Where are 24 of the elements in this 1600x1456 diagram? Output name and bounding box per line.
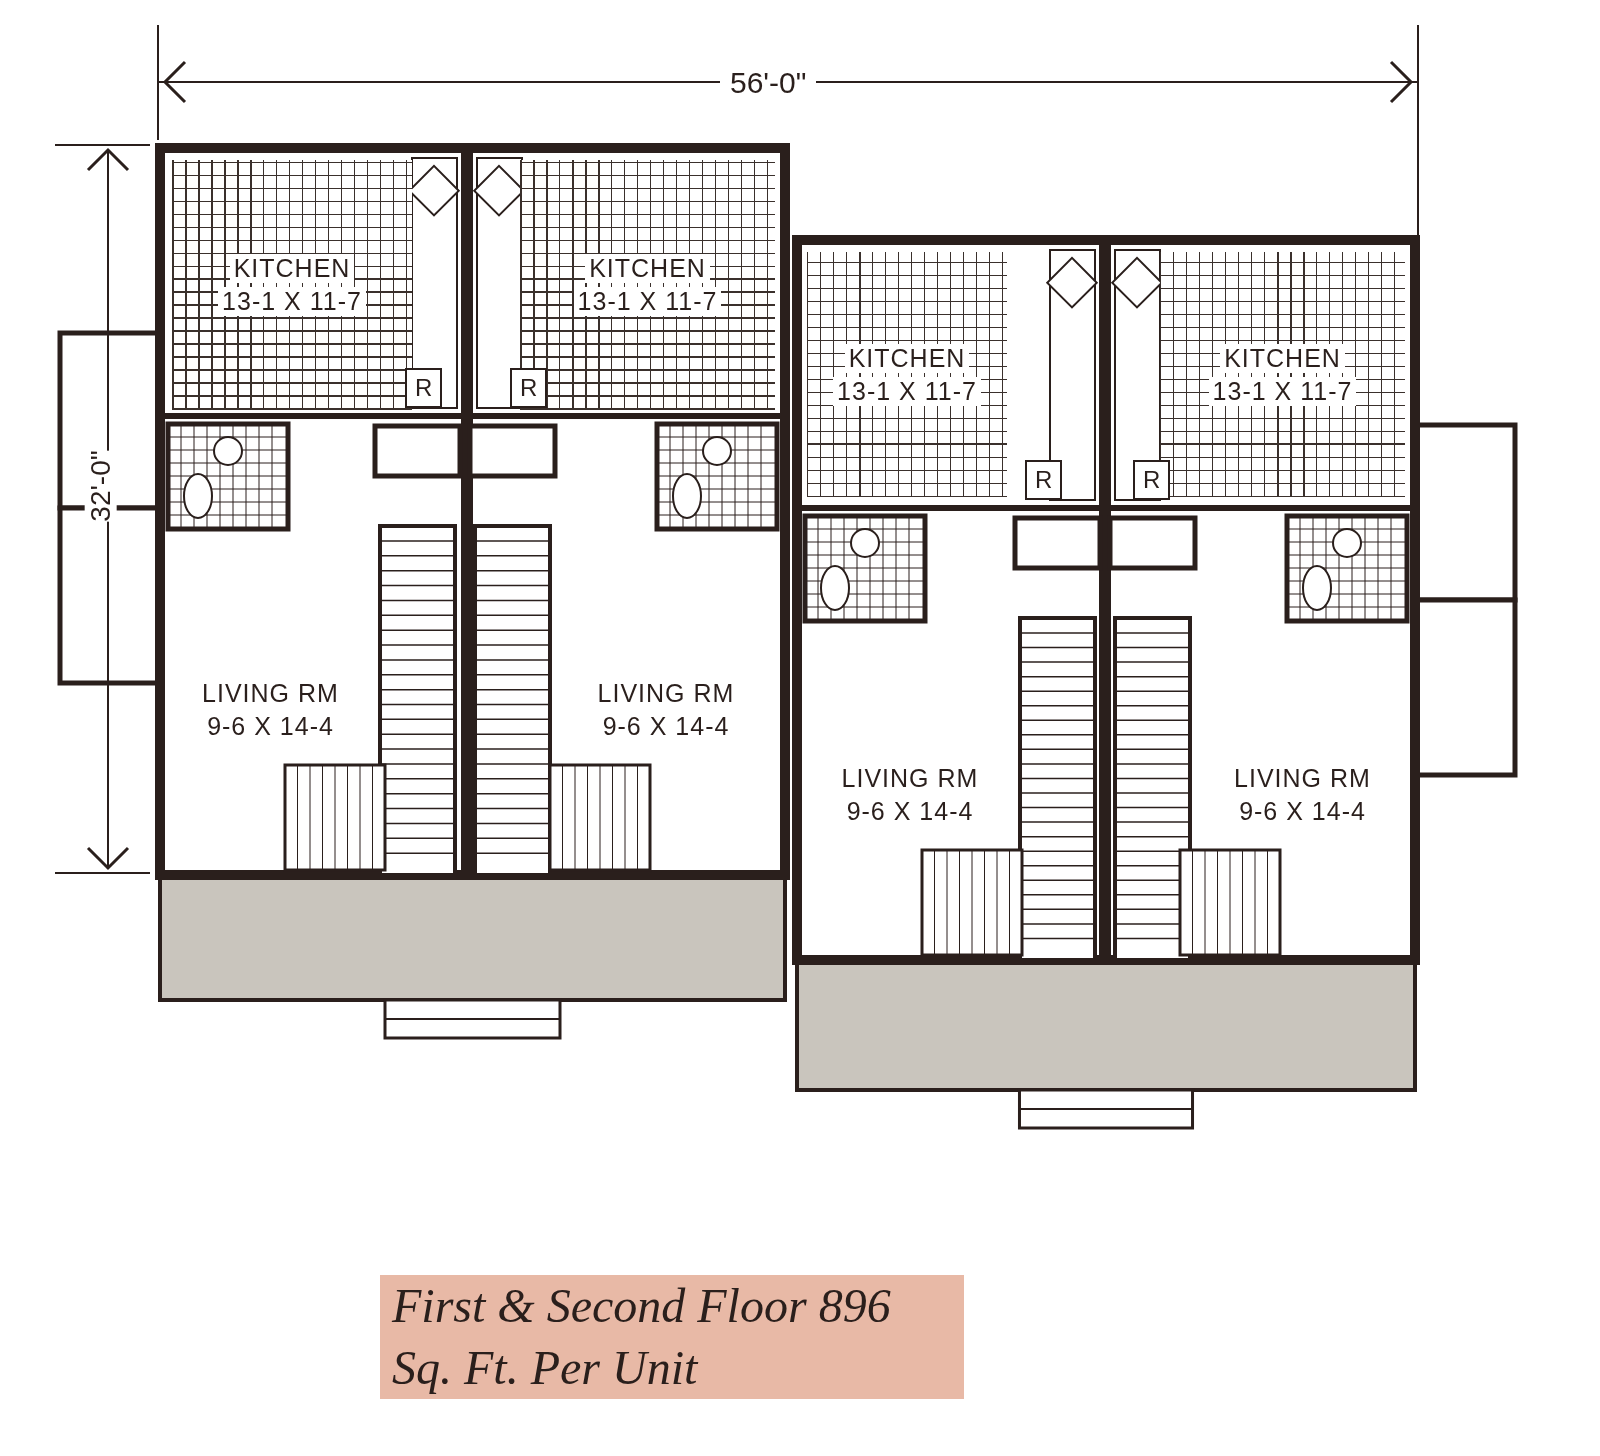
room-dimensions: 13-1 X 11-7 [833, 376, 981, 406]
caption: First & Second Floor 896 Sq. Ft. Per Unit [380, 1275, 964, 1399]
room-dimensions: 9-6 X 14-4 [1238, 797, 1367, 826]
room-dimensions: 13-1 X 11-7 [1208, 376, 1357, 406]
dimension-text: 32'-0" [84, 450, 117, 522]
room-dimensions: 9-6 X 14-4 [845, 797, 975, 826]
appliance-label: R [1025, 460, 1063, 500]
room-name: LIVING RM [1233, 764, 1372, 793]
room-dimensions: 9-6 X 14-4 [206, 712, 335, 741]
appliance-label: R [1133, 460, 1171, 500]
room-name: LIVING RM [840, 764, 980, 793]
room-name: KITCHEN [229, 254, 355, 283]
room-dimensions: 13-1 X 11-7 [218, 287, 366, 316]
appliance-label: R [405, 368, 443, 408]
room-name: LIVING RM [596, 679, 736, 708]
room-name: LIVING RM [201, 679, 340, 708]
kitchen-room [520, 160, 775, 410]
kitchen-room [172, 160, 412, 410]
room-name: KITCHEN [585, 254, 710, 283]
room-name: KITCHEN [1220, 343, 1345, 373]
appliance-label: R [510, 368, 548, 408]
room-dimensions: 9-6 X 14-4 [601, 712, 731, 741]
room-name: KITCHEN [844, 343, 970, 373]
room-dimensions: 13-1 X 11-7 [573, 287, 722, 316]
